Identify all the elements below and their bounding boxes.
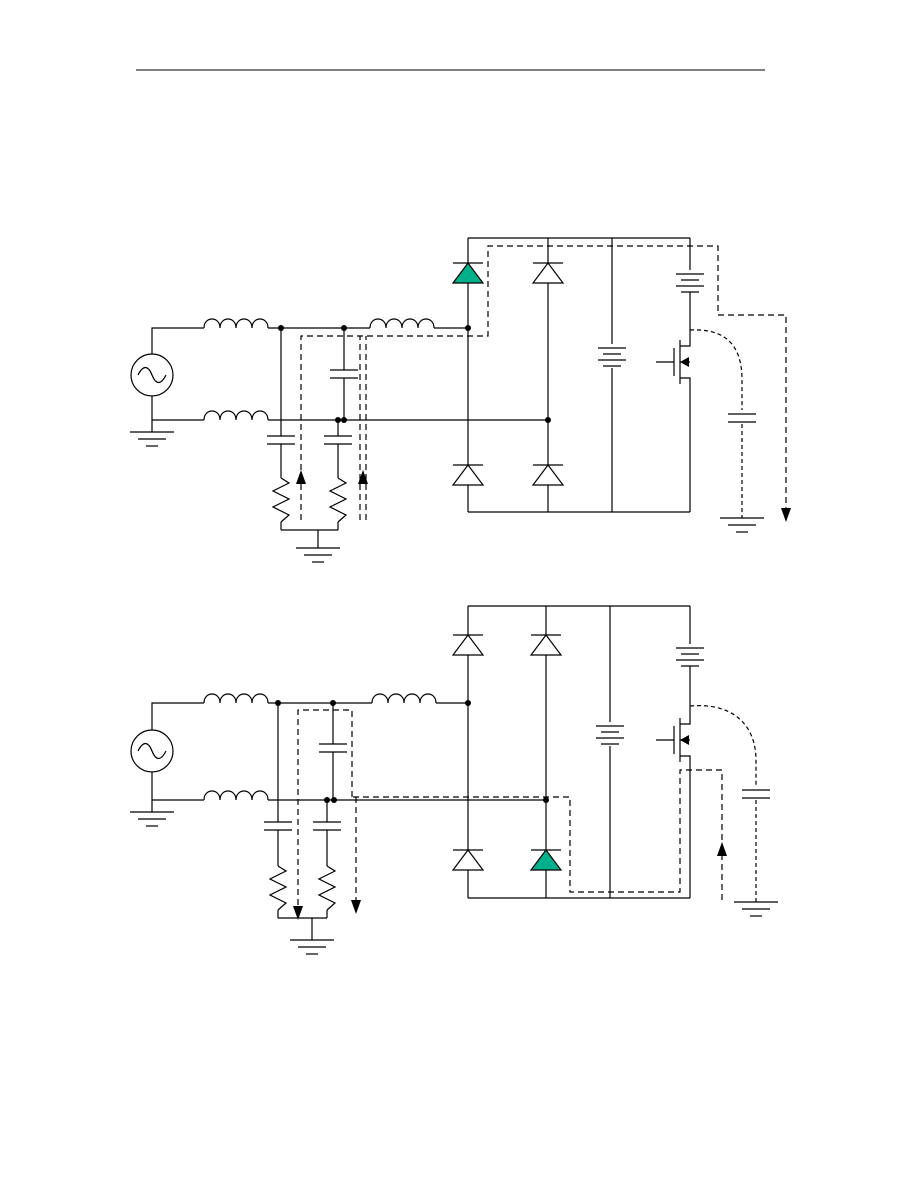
y-capacitor-left: [266, 435, 296, 445]
diode: [529, 634, 563, 656]
ground-symbol: [295, 547, 341, 563]
diagram-bottom: [129, 605, 779, 955]
y-capacitor-left: [263, 821, 293, 831]
inductor-series: [369, 318, 435, 329]
resistor-left: [272, 477, 290, 523]
inductor-lower: [203, 410, 269, 421]
resistor-right: [318, 865, 336, 911]
diode: [531, 262, 565, 284]
diode: [451, 464, 485, 486]
diagram-top: [129, 237, 791, 563]
ac-source: [130, 327, 204, 421]
parasitic-capacitor: [741, 789, 771, 799]
diode: [451, 634, 485, 656]
x-capacitor: [318, 743, 348, 753]
x-capacitor: [329, 369, 359, 379]
inductor-lower: [203, 790, 269, 801]
y-capacitor-right: [312, 821, 342, 831]
diode: [531, 464, 565, 486]
y-capacitor-right: [323, 435, 353, 445]
parasitic-capacitor: [727, 413, 757, 423]
diode-conducting: [451, 262, 485, 284]
ac-source: [130, 702, 204, 801]
inductor-upper: [203, 318, 269, 329]
ground-symbol: [733, 901, 779, 917]
resistor-left: [269, 865, 287, 911]
diode: [451, 849, 485, 871]
mosfet: [656, 718, 691, 762]
ground-symbol: [719, 517, 765, 533]
diode-conducting: [529, 849, 563, 871]
ground-symbol: [129, 811, 175, 827]
ground-symbol: [129, 431, 175, 447]
inductor-series: [371, 693, 437, 704]
inductor-upper: [203, 693, 269, 704]
resistor-right: [329, 477, 347, 523]
mosfet: [656, 340, 691, 384]
ground-symbol: [289, 939, 335, 955]
